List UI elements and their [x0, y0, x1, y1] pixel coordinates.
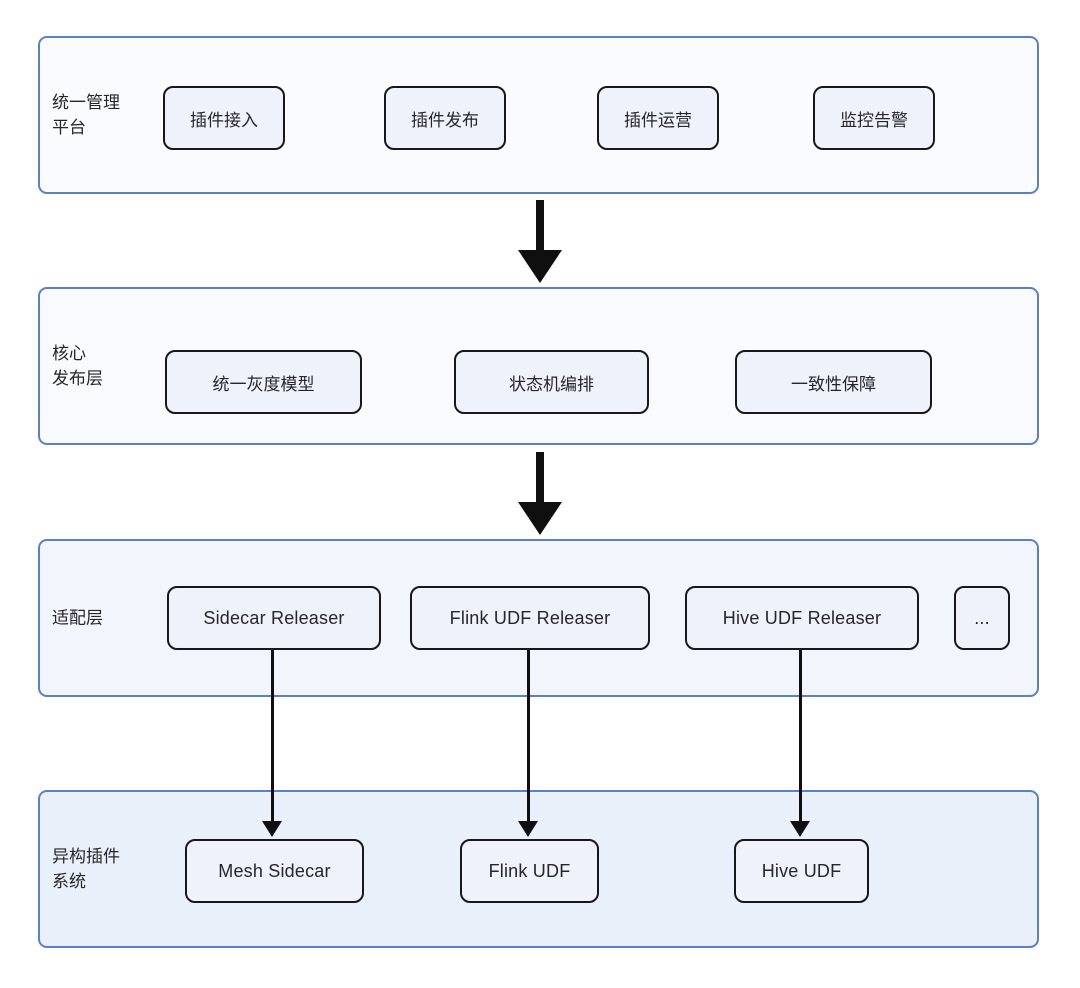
- arrow-head: [790, 821, 810, 837]
- layer-adapter: 适配层 Sidecar Releaser Flink UDF Releaser …: [38, 539, 1039, 697]
- connector-arrow-flink: [518, 650, 538, 837]
- layer-label-management: 统一管理 平台: [52, 90, 120, 140]
- layer-core-release: 核心 发布层 统一灰度模型 状态机编排 一致性保障: [38, 287, 1039, 445]
- connector-arrow-sidecar: [262, 650, 282, 837]
- layer-label-line: 发布层: [52, 369, 103, 388]
- arrow-stem: [536, 200, 544, 250]
- arrow-head: [518, 250, 562, 283]
- node-flink-udf: Flink UDF: [460, 839, 599, 903]
- layer-label-line: 统一管理: [52, 93, 120, 112]
- layer-heterogeneous-plugin-systems: 异构插件 系统 Mesh Sidecar Flink UDF Hive UDF: [38, 790, 1039, 948]
- arrow-stem: [526, 650, 530, 821]
- arrow-head: [518, 502, 562, 535]
- arrow-stem: [536, 452, 544, 502]
- arrow-head: [262, 821, 282, 837]
- layer-label-line: 系统: [52, 872, 86, 891]
- layer-label-plugin-systems: 异构插件 系统: [52, 844, 120, 894]
- node-state-machine-orchestration: 状态机编排: [454, 350, 649, 414]
- flow-arrow-management-to-core: [518, 200, 562, 284]
- layer-unified-management-platform: 统一管理 平台 插件接入 插件发布 插件运营 监控告警: [38, 36, 1039, 194]
- node-mesh-sidecar: Mesh Sidecar: [185, 839, 364, 903]
- connector-arrow-hive: [790, 650, 810, 837]
- layer-label-adapter: 适配层: [52, 606, 103, 631]
- node-plugin-operation: 插件运营: [597, 86, 719, 150]
- arrow-stem: [270, 650, 274, 821]
- node-plugin-release: 插件发布: [384, 86, 506, 150]
- flow-arrow-core-to-adapter: [518, 452, 562, 536]
- layer-label-line: 适配层: [52, 608, 103, 628]
- node-hive-udf-releaser: Hive UDF Releaser: [685, 586, 919, 650]
- layer-label-line: 平台: [52, 118, 86, 137]
- node-unified-gray-model: 统一灰度模型: [165, 350, 362, 414]
- node-consistency-guarantee: 一致性保障: [735, 350, 932, 414]
- node-sidecar-releaser: Sidecar Releaser: [167, 586, 381, 650]
- node-plugin-access: 插件接入: [163, 86, 285, 150]
- arrow-stem: [798, 650, 802, 821]
- layer-label-core-release: 核心 发布层: [52, 341, 103, 391]
- node-flink-udf-releaser: Flink UDF Releaser: [410, 586, 650, 650]
- node-hive-udf: Hive UDF: [734, 839, 869, 903]
- node-monitor-alert: 监控告警: [813, 86, 935, 150]
- layer-label-line: 异构插件: [52, 847, 120, 866]
- arrow-head: [518, 821, 538, 837]
- layer-label-line: 核心: [52, 344, 86, 363]
- node-more-releasers: ...: [954, 586, 1010, 650]
